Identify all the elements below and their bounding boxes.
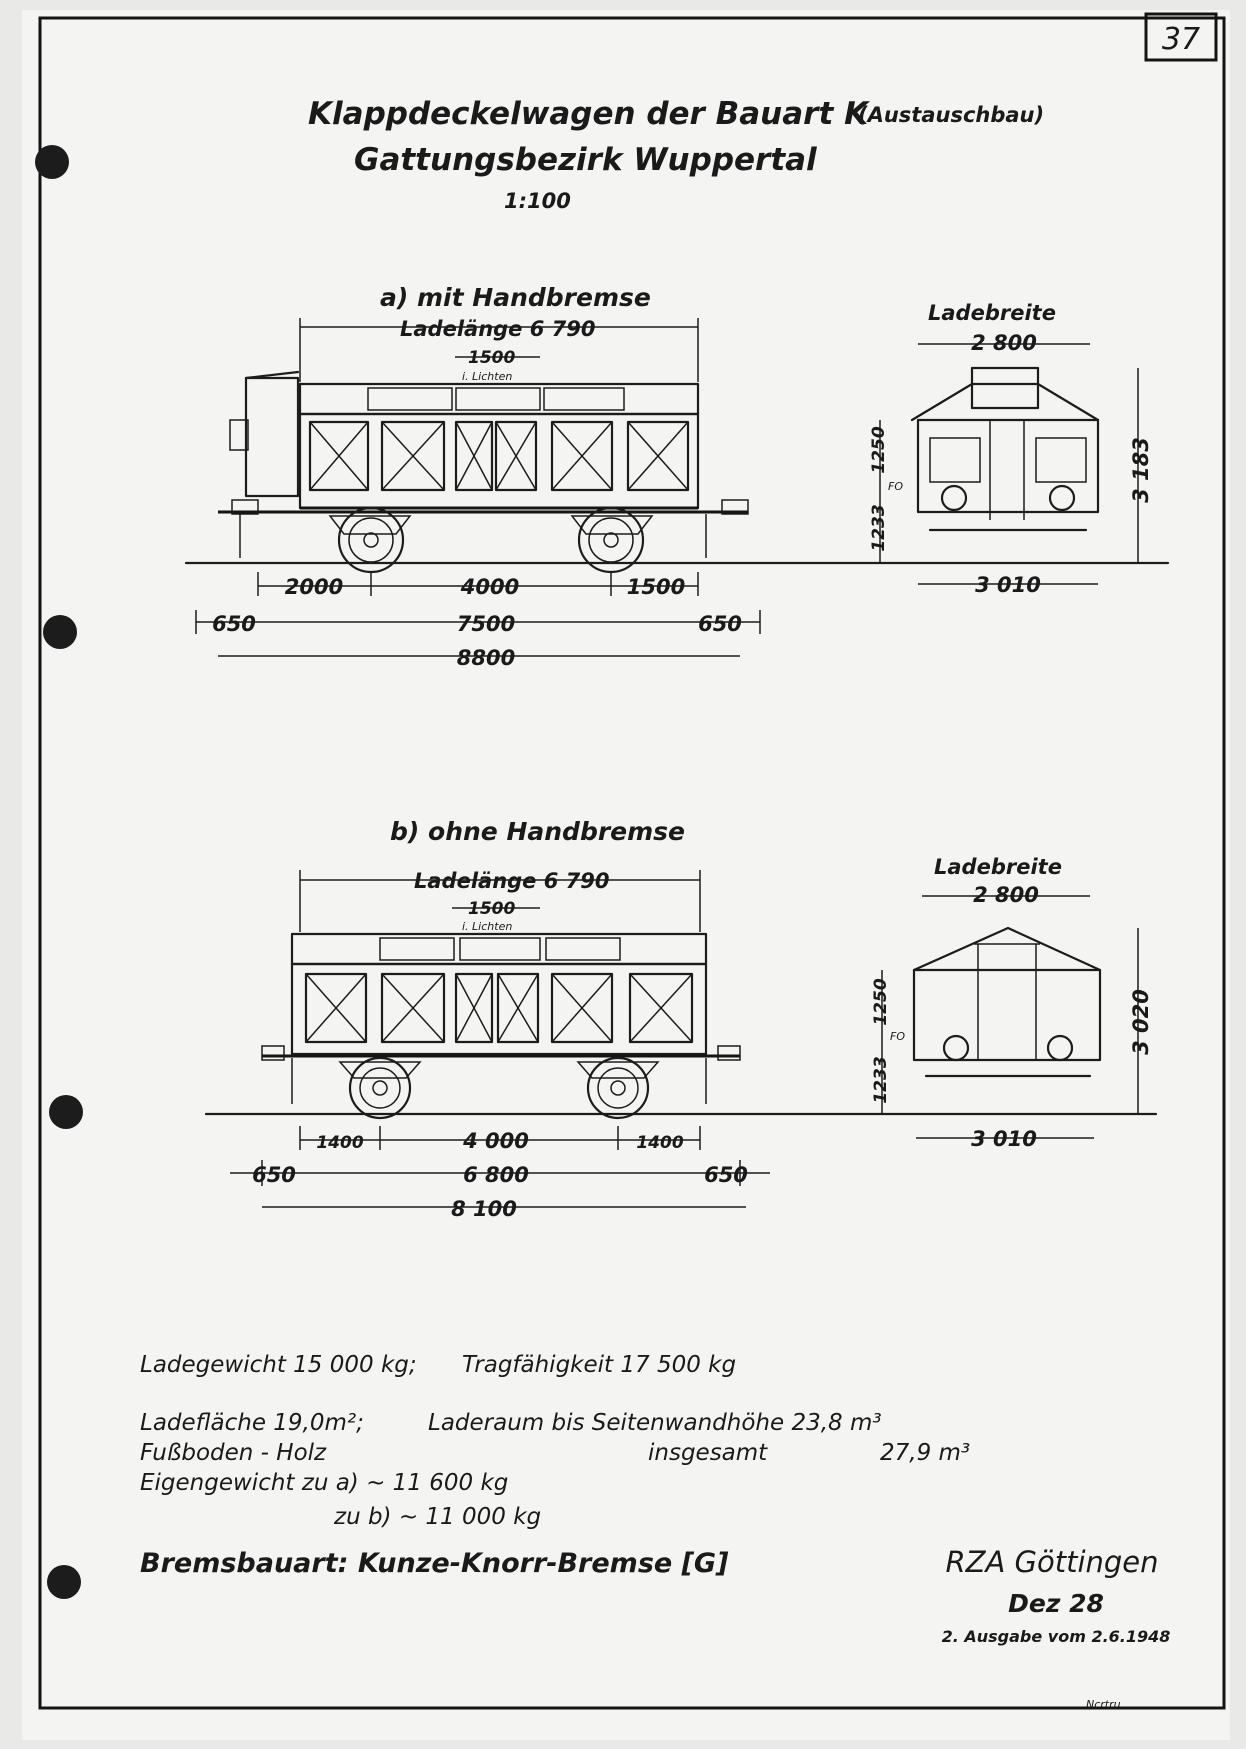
spec-floor: Fußboden - Holz — [140, 1440, 327, 1466]
sheet-frame — [38, 16, 1226, 1710]
drawing-title: Klappdeckelwagen der Bauart K — [308, 96, 870, 132]
office-name: RZA Göttingen — [945, 1545, 1158, 1579]
punch-hole — [35, 145, 69, 179]
variant-a-side-view: a) mit Handbremse Ladelänge 6 790 1500 i… — [184, 283, 1170, 670]
variant-a-height: 3 183 — [1129, 437, 1153, 503]
variant-a-dim: 4000 — [460, 575, 519, 599]
variant-b-floor-label: FO — [890, 1030, 905, 1043]
variant-b-door-width: 1500 — [468, 899, 515, 919]
spec-load-volume-side: Laderaum bis Seitenwandhöhe 23,8 m³ — [428, 1410, 882, 1436]
spec-capacity: Tragfähigkeit 17 500 kg — [462, 1352, 736, 1378]
brake-type: Bremsbauart: Kunze-Knorr-Bremse [G] — [140, 1548, 729, 1579]
spec-load-area: Ladefläche 19,0m²; — [140, 1410, 364, 1436]
variant-a-total-length: 8800 — [457, 646, 515, 670]
spec-tare-b: zu b) ~ 11 000 kg — [333, 1504, 541, 1530]
variant-b-total-length: 8 100 — [451, 1197, 517, 1221]
office-date: Dez 28 — [1008, 1589, 1104, 1618]
variant-a-width: 3 010 — [975, 573, 1041, 597]
variant-a-door-width: 1500 — [468, 348, 515, 368]
variant-a-overhang-right: 650 — [698, 612, 742, 636]
variant-b-overhang-left: 650 — [252, 1163, 296, 1187]
spec-tare-a: Eigengewicht zu a) ~ 11 600 kg — [140, 1470, 508, 1496]
variant-b-load-width-label: Ladebreite — [934, 855, 1062, 879]
variant-a-door-note: i. Lichten — [462, 370, 512, 383]
variant-b-floor-height: 1233 — [871, 1056, 891, 1103]
variant-b-dim: 4 000 — [462, 1129, 529, 1153]
variant-b-load-length: Ladelänge 6 790 — [414, 869, 610, 893]
margin-note: Ncrtru — [1086, 1698, 1121, 1711]
page-number-box — [1144, 12, 1218, 62]
variant-a-floor-height: 1233 — [869, 504, 889, 551]
page-number: 37 — [1162, 22, 1200, 57]
variant-a-dim: 1500 — [627, 575, 685, 599]
spec-load-weight: Ladegewicht 15 000 kg; — [140, 1352, 417, 1378]
variant-a-heading: a) mit Handbremse — [380, 283, 651, 312]
variant-a-floor-label: FO — [888, 480, 903, 493]
variant-b-overhang-right: 650 — [704, 1163, 748, 1187]
specifications: Ladegewicht 15 000 kg; Tragfähigkeit 17 … — [140, 1352, 970, 1579]
variant-a-side-height: 1250 — [869, 426, 889, 473]
variant-a-dim: 2000 — [285, 575, 343, 599]
variant-b-side-view: b) ohne Handbremse Ladelänge 6 790 1500 … — [204, 817, 1158, 1221]
variant-a-load-length: Ladelänge 6 790 — [400, 317, 596, 341]
punch-hole — [43, 615, 77, 649]
variant-b-load-width: 2 800 — [973, 883, 1039, 907]
spec-total-volume: 27,9 m³ — [880, 1440, 970, 1466]
variant-a-overhang-left: 650 — [212, 612, 256, 636]
office-edition: 2. Ausgabe vom 2.6.1948 — [942, 1627, 1171, 1646]
variant-b-height: 3 020 — [1129, 989, 1153, 1055]
variant-a-middle-dim: 7500 — [457, 612, 515, 636]
variant-b-dim: 1400 — [316, 1133, 363, 1153]
variant-b-middle-dim: 6 800 — [463, 1163, 529, 1187]
variant-a-load-width-label: Ladebreite — [928, 301, 1056, 325]
variant-b-door-note: i. Lichten — [462, 920, 512, 933]
variant-a-load-width: 2 800 — [971, 331, 1037, 355]
variant-a-end-view: Ladebreite 2 800 3 183 1250 FO 1233 3 01… — [869, 301, 1153, 597]
variant-b-heading: b) ohne Handbremse — [390, 817, 685, 846]
drawing-title-suffix: (Austauschbau) — [858, 103, 1044, 127]
variant-b-dim: 1400 — [636, 1133, 683, 1153]
drawing-subtitle: Gattungsbezirk Wuppertal — [354, 142, 817, 178]
paper-sheet — [22, 10, 1230, 1740]
spec-total-label: insgesamt — [648, 1440, 768, 1466]
drawing-scale: 1:100 — [504, 189, 571, 213]
variant-b-side-height: 1250 — [871, 978, 891, 1025]
variant-b-width: 3 010 — [971, 1127, 1037, 1151]
punch-hole — [47, 1565, 81, 1599]
punch-hole — [49, 1095, 83, 1129]
variant-b-end-view: Ladebreite 2 800 3 020 1250 FO 1233 3 01… — [871, 855, 1153, 1151]
